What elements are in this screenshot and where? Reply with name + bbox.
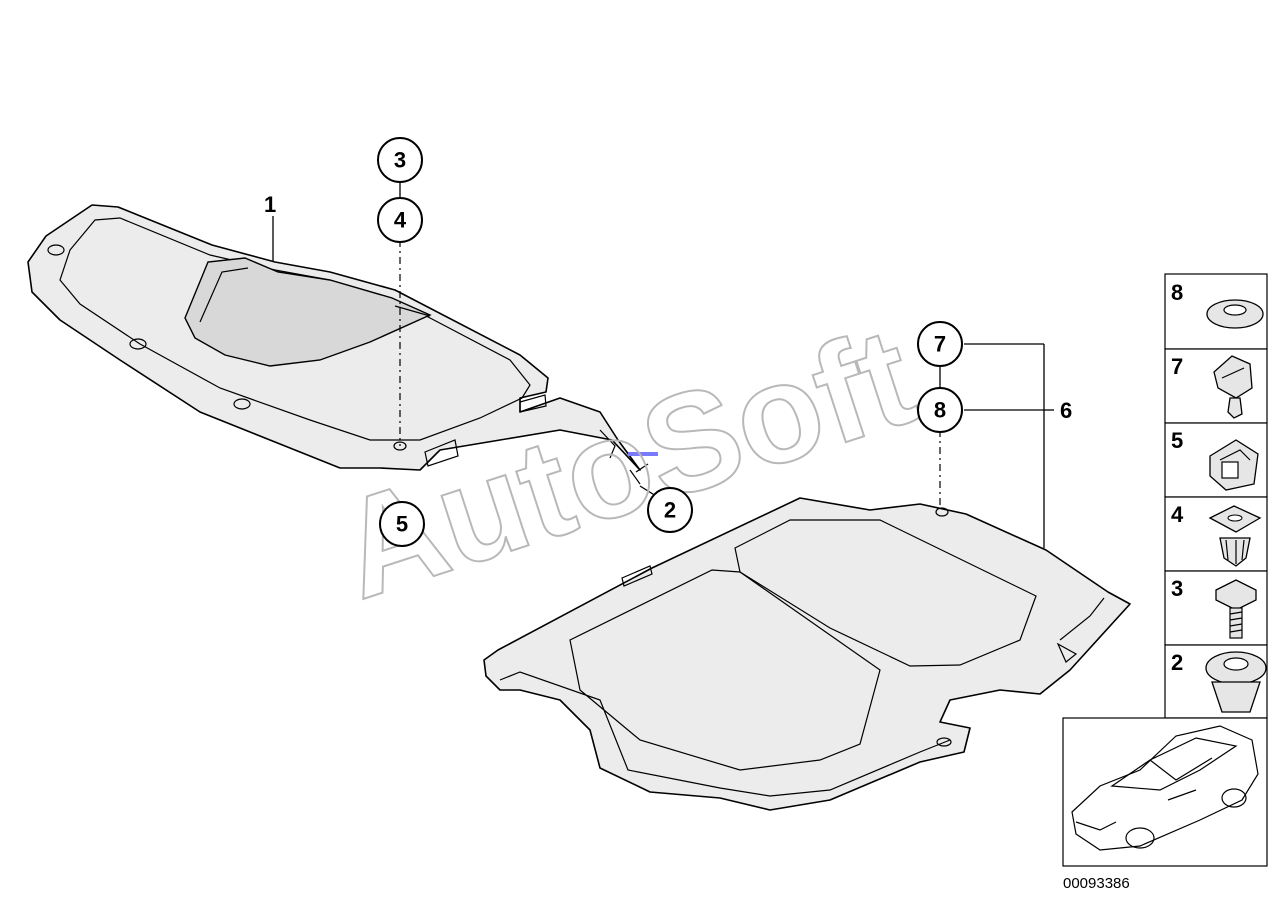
legend-number-4: 4 xyxy=(1171,502,1184,527)
svg-text:8: 8 xyxy=(934,398,946,423)
callout-2: 2 xyxy=(647,487,693,533)
label-part-1: 1 xyxy=(264,192,276,217)
callout-5: 5 xyxy=(379,501,425,547)
label-part-6: 6 xyxy=(1060,398,1072,423)
svg-text:3: 3 xyxy=(394,148,406,173)
reference-code: 00093386 xyxy=(1063,875,1130,892)
legend-number-2: 2 xyxy=(1171,650,1183,675)
legend-cell-4 xyxy=(1164,496,1268,572)
legend-column: 8 7 5 4 3 2 xyxy=(1164,273,1268,719)
part-1-cover-panel xyxy=(27,204,641,471)
leader-lines xyxy=(272,178,1054,548)
callout-7: 7 xyxy=(917,321,963,367)
washer-icon xyxy=(1206,299,1264,329)
svg-text:4: 4 xyxy=(394,208,407,233)
marker-dash xyxy=(628,452,658,456)
callout-8: 8 xyxy=(917,387,963,433)
legend-number-8: 8 xyxy=(1171,280,1183,305)
callout-3: 3 xyxy=(377,137,423,183)
callout-4: 4 xyxy=(377,197,423,243)
part-2-fastener xyxy=(628,452,658,485)
clip-nut-icon xyxy=(1209,439,1259,491)
part-6-lower-panel xyxy=(483,497,1131,811)
plug-nut-icon xyxy=(1205,651,1267,713)
svg-text:7: 7 xyxy=(934,332,946,357)
legend-number-5: 5 xyxy=(1171,428,1183,453)
legend-number-7: 7 xyxy=(1171,354,1183,379)
legend-cell-3 xyxy=(1164,570,1268,646)
screw-icon xyxy=(1215,579,1257,639)
svg-text:2: 2 xyxy=(664,498,676,523)
svg-text:5: 5 xyxy=(396,512,408,537)
expanding-rivet-icon xyxy=(1213,355,1253,419)
vehicle-thumbnail xyxy=(1062,717,1268,867)
legend-number-3: 3 xyxy=(1171,576,1183,601)
push-clip-icon xyxy=(1208,505,1262,567)
